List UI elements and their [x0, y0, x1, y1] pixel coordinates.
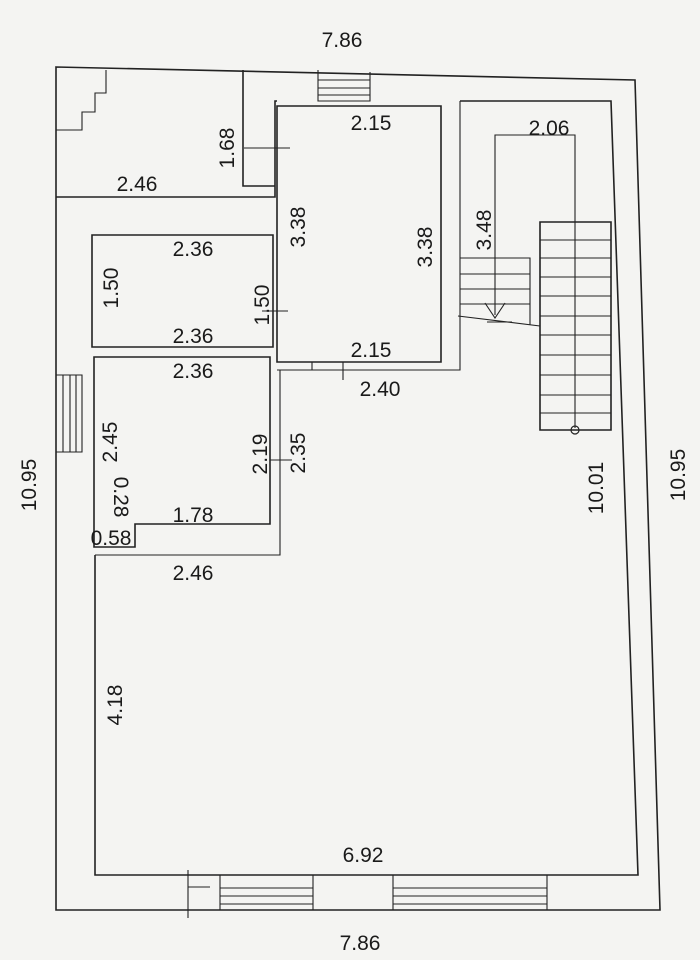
dim-stair-height: 3.48 [473, 210, 496, 251]
dim-room-b-top: 2.36 [173, 238, 214, 261]
dim-corridor-span: 2.40 [360, 378, 401, 401]
dim-room-b-left: 1.50 [100, 268, 123, 309]
dim-room-c-left: 2.45 [99, 422, 122, 463]
dim-room-c-right: 2.19 [249, 434, 272, 475]
dim-inner-right: 10.01 [585, 462, 608, 515]
stair-upper [457, 257, 541, 327]
stair-arrow [484, 302, 512, 323]
room-c-outer [95, 370, 281, 556]
bottom-door [187, 870, 210, 918]
room-a-outer [277, 101, 461, 371]
room-c-wall [93, 356, 271, 548]
dim-niche-width: 0.58 [91, 527, 132, 550]
dim-corner-room-height: 1.68 [216, 128, 239, 169]
dim-stair-width: 2.06 [529, 117, 570, 140]
dim-outer-right: 10.95 [667, 449, 690, 502]
outer-wall [55, 66, 661, 911]
dim-inner-bottom: 6.92 [343, 844, 384, 867]
stair-start-mark [570, 425, 580, 435]
dim-corner-room-width: 2.46 [117, 173, 158, 196]
dim-room-b-right: 1.50 [251, 285, 274, 326]
inner-wall [94, 100, 639, 876]
dim-corridor-bottom: 2.46 [173, 562, 214, 585]
left-window [56, 374, 83, 453]
dim-room-a-top: 2.15 [351, 112, 392, 135]
bottom-window-1 [219, 875, 314, 911]
top-window [317, 70, 371, 102]
corner-step [56, 70, 107, 131]
bottom-window-2 [392, 875, 548, 911]
dim-niche-height: 0.28 [109, 477, 132, 518]
stair-path [494, 134, 576, 428]
room-a-wall [276, 105, 442, 363]
stair-outline [539, 221, 612, 431]
dim-outer-bottom: 7.86 [340, 932, 381, 955]
dim-room-c-bottom: 1.78 [173, 504, 214, 527]
dim-room-c-top: 2.36 [173, 360, 214, 383]
room-b-wall [91, 234, 274, 348]
dim-outer-top: 7.86 [322, 29, 363, 52]
dim-room-a-right: 3.38 [414, 227, 437, 268]
dim-left-lower: 4.18 [104, 685, 127, 726]
dim-room-a-left: 3.38 [287, 207, 310, 248]
dim-room-b-bottom: 2.36 [173, 325, 214, 348]
corner-room-wall [56, 70, 277, 198]
dim-room-a-bottom: 2.15 [351, 339, 392, 362]
dim-outer-left: 10.95 [18, 459, 41, 512]
dim-room-c-outer-right: 2.35 [287, 433, 310, 474]
